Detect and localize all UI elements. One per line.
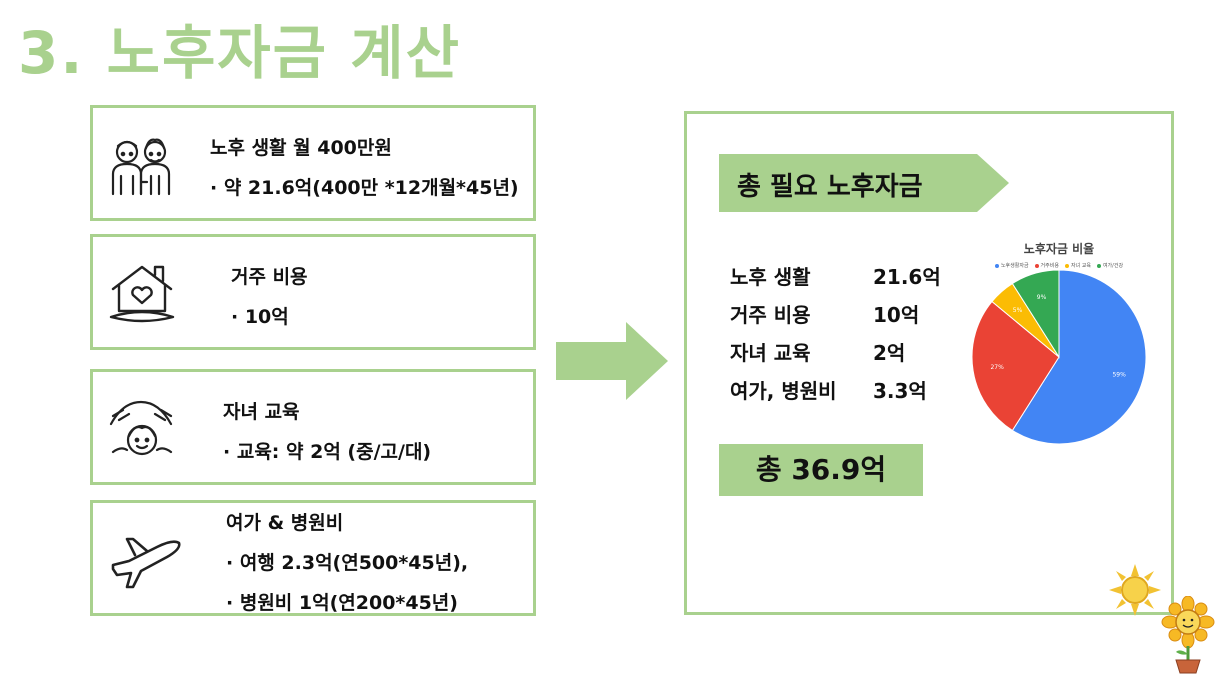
card-education: 자녀 교육 · 교육: 약 2억 (중/고/대) [90, 369, 536, 485]
legend-entry: 여가/건강 [1096, 262, 1124, 269]
summary-value: 10억 [873, 303, 920, 327]
elderly-couple-icon [111, 138, 171, 196]
chart-title: 노후자금 비율 [1023, 242, 1095, 256]
card-leisure-travel: · 여행 2.3억(연500*45년), [226, 552, 469, 574]
summary-label: 노후 생활 [730, 265, 811, 289]
legend-label: 여가/건강 [1102, 263, 1124, 269]
pie-label: 59% [1112, 371, 1126, 378]
card-living-detail: · 약 21.6억(400만 *12개월*45년) [210, 177, 519, 199]
right-arrow-icon [556, 322, 668, 400]
card-living-title: 노후 생활 월 400만원 [210, 137, 392, 159]
summary-value: 21.6억 [873, 265, 941, 289]
card-education-title: 자녀 교육 [223, 401, 300, 423]
card-housing-detail: · 10억 [231, 306, 289, 328]
pie-slice [1011, 270, 1147, 445]
legend-swatch [1034, 263, 1039, 268]
house-heart-icon [109, 265, 175, 323]
sun-icon [1109, 564, 1161, 616]
legend-entry: 자녀 교육 [1064, 262, 1091, 269]
pie-label: 27% [990, 364, 1004, 371]
chart-legend: 노후생활자금 거주비용 자녀 교육 여가/건강 [955, 262, 1163, 269]
summary-label: 자녀 교육 [730, 341, 811, 365]
summary-label: 여가, 병원비 [730, 379, 837, 403]
airplane-icon [111, 537, 181, 589]
pie-label: 9% [1037, 294, 1047, 301]
legend-label: 거주비용 [1040, 263, 1059, 269]
banner-arrow [719, 154, 1009, 212]
pie-svg: 59% 27% 5% 9% [971, 270, 1147, 445]
legend-swatch [1064, 263, 1069, 268]
card-housing: 거주 비용 · 10억 [90, 234, 536, 350]
legend-swatch [1096, 263, 1101, 268]
pie-label: 5% [1013, 307, 1023, 314]
card-education-detail: · 교육: 약 2억 (중/고/대) [223, 441, 432, 463]
child-protection-icon [109, 400, 173, 456]
page-title: 3. 노후자금 계산 [18, 19, 461, 87]
legend-entry: 노후생활자금 [994, 262, 1029, 269]
summary-value: 3.3억 [873, 379, 927, 403]
total-amount: 총 36.9억 [719, 444, 923, 496]
pie-chart: 노후자금 비율 노후생활자금 거주비용 자녀 교육 여가/건강 59% 27% 5% 9% [955, 240, 1163, 470]
summary-panel: 총 필요 노후자금 노후 생활 21.6억 거주 비용 10억 자녀 교육 2억… [684, 111, 1174, 616]
summary-label: 거주 비용 [730, 303, 811, 327]
sunflower-icon [1161, 596, 1215, 674]
legend-entry: 거주비용 [1034, 262, 1059, 269]
card-leisure-hospital: · 병원비 1억(연200*45년) [226, 592, 458, 614]
summary-value: 2억 [873, 341, 906, 365]
card-living: 노후 생활 월 400만원 · 약 21.6억(400만 *12개월*45년) [90, 105, 536, 221]
legend-label: 자녀 교육 [1070, 263, 1091, 269]
banner-title: 총 필요 노후자금 [737, 172, 923, 202]
pie-slice [1011, 270, 1060, 359]
card-housing-title: 거주 비용 [231, 266, 308, 288]
card-leisure-title: 여가 & 병원비 [226, 512, 344, 534]
pie-slice [971, 300, 1060, 432]
card-leisure: 여가 & 병원비 · 여행 2.3억(연500*45년), · 병원비 1억(연… [90, 500, 536, 616]
legend-label: 노후생활자금 [1000, 263, 1029, 269]
legend-swatch [994, 263, 999, 268]
